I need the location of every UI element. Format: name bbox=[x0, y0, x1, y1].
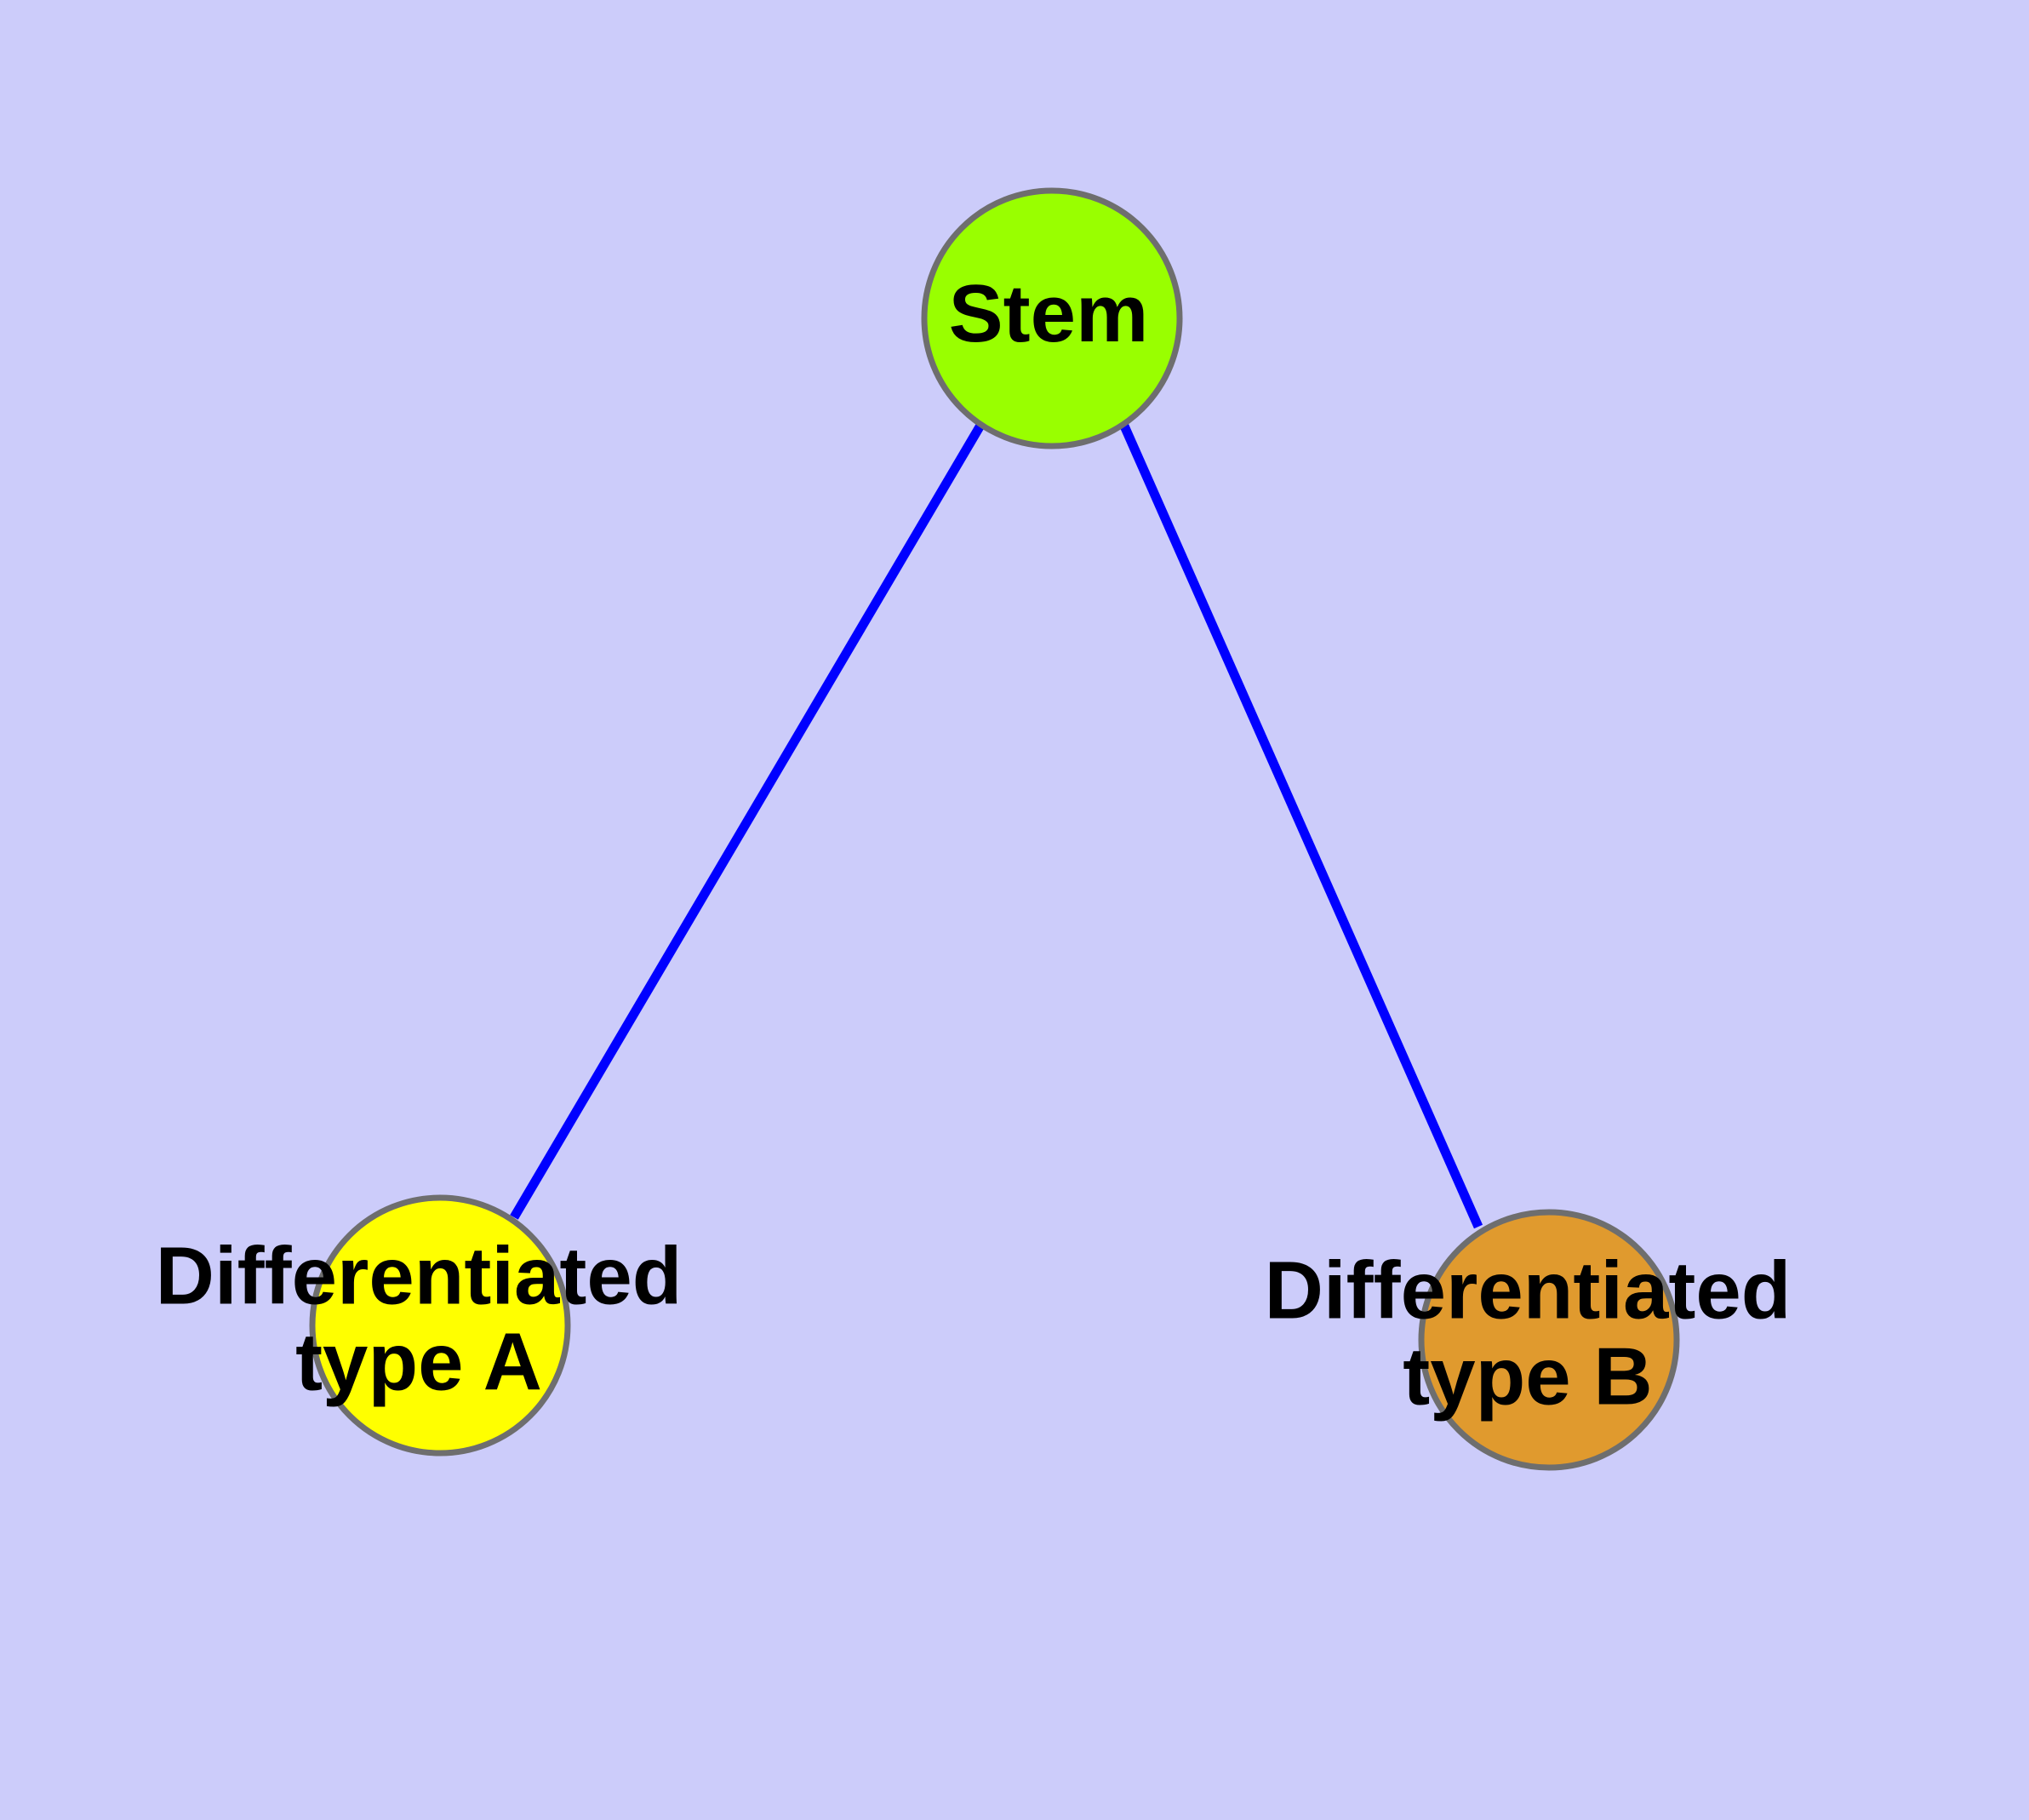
node-diff-b[interactable] bbox=[1418, 1209, 1680, 1471]
node-diff-a[interactable] bbox=[309, 1194, 571, 1457]
node-stem[interactable] bbox=[921, 187, 1183, 449]
node-label-line: Stem bbox=[949, 268, 1149, 359]
edge-stem-to-diff-a[interactable] bbox=[510, 421, 986, 1220]
node-label-line: type A bbox=[295, 1317, 542, 1408]
node-label-line: Differentiated bbox=[156, 1231, 683, 1322]
node-label-line: Differentiated bbox=[1265, 1245, 1792, 1336]
edges-layer bbox=[510, 421, 1483, 1229]
nodes-layer bbox=[309, 187, 1680, 1471]
node-label-line: type B bbox=[1403, 1331, 1652, 1422]
edge-stem-to-diff-b[interactable] bbox=[1118, 421, 1483, 1229]
node-label-stem: Stem bbox=[949, 268, 1149, 359]
